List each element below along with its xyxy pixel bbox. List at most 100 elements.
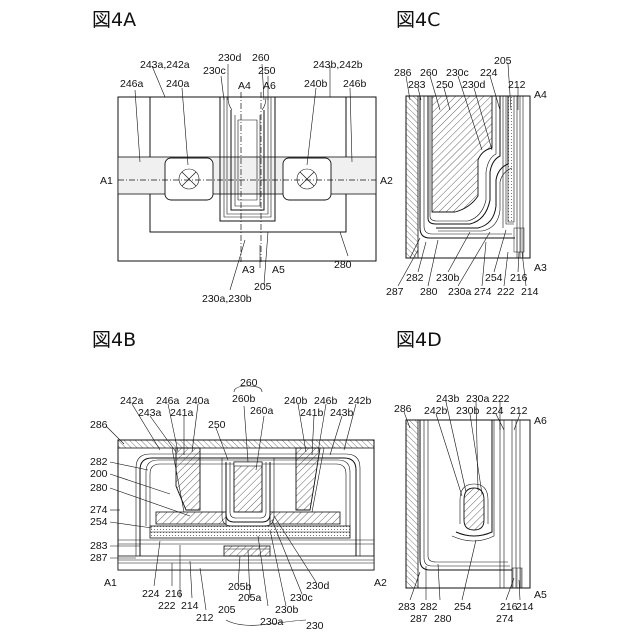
fig4b-label-230b: 230b <box>275 604 299 616</box>
fig4d-label-280: 280 <box>434 613 452 625</box>
figure-4b: 図4B <box>90 329 387 632</box>
fig4a-label-a1: A1 <box>100 175 113 187</box>
fig4b-label-230a: 230a <box>260 616 284 628</box>
fig4a-label-205: 205 <box>254 281 272 293</box>
figure-4d-title: 図4D <box>396 329 442 351</box>
fig4d-label-212: 212 <box>510 405 528 417</box>
fig4a-label-250: 250 <box>258 65 276 77</box>
fig4c-label-205: 205 <box>494 55 512 67</box>
fig4b-label-242b: 242b <box>348 395 372 407</box>
fig4b-label-200: 200 <box>90 468 108 480</box>
fig4d-label-230a: 230a <box>466 393 490 405</box>
fig4b-label-283: 283 <box>90 540 108 552</box>
fig4b-label-a1: A1 <box>104 577 117 589</box>
fig4a-conductor-band <box>118 157 376 194</box>
fig4b-label-254: 254 <box>90 516 108 528</box>
fig4b-label-a2: A2 <box>374 577 387 589</box>
fig4c-label-280: 280 <box>420 286 438 298</box>
fig4b-conductor-260a <box>234 462 262 512</box>
fig4b-label-241a: 241a <box>170 407 194 419</box>
fig4a-label-230a-230b: 230a,230b <box>202 293 252 305</box>
fig4b-conductor-260b <box>234 462 262 466</box>
figure-4a: 図4A <box>92 9 393 305</box>
fig4c-label-274: 274 <box>474 286 492 298</box>
fig4d-conductor-242b <box>464 488 484 530</box>
fig4a-label-230c: 230c <box>203 65 226 77</box>
fig4a-label-a5: A5 <box>272 264 285 276</box>
fig4c-label-230d: 230d <box>462 79 486 91</box>
fig4a-label-246a: 246a <box>120 78 144 90</box>
fig4c-label-230c: 230c <box>446 67 469 79</box>
fig4b-label-282: 282 <box>90 456 108 468</box>
fig4a-label-280: 280 <box>334 259 352 271</box>
fig4d-label-a6: A6 <box>534 415 547 427</box>
fig4a-label-a3: A3 <box>242 264 255 276</box>
fig4c-label-a4: A4 <box>534 89 547 101</box>
fig4d-label-274: 274 <box>496 613 514 625</box>
fig4a-label-240b: 240b <box>304 78 328 90</box>
fig4d-layer-274 <box>512 568 522 588</box>
fig4c-label-222: 222 <box>497 286 515 298</box>
fig4b-label-205a: 205a <box>238 592 262 604</box>
fig4b-label-212: 212 <box>196 612 214 624</box>
fig4b-label-205: 205 <box>218 604 236 616</box>
fig4d-label-230b: 230b <box>456 405 480 417</box>
fig4d-label-224: 224 <box>486 405 504 417</box>
fig4c-label-214: 214 <box>521 286 539 298</box>
fig4b-label-260a: 260a <box>250 405 274 417</box>
fig4a-label-246b: 246b <box>343 78 367 90</box>
fig4a-label-a2: A2 <box>380 175 393 187</box>
fig4c-label-283: 283 <box>408 79 426 91</box>
fig4d-label-222: 222 <box>492 393 510 405</box>
fig4b-label-246b: 246b <box>314 395 338 407</box>
fig4c-layer-205 <box>508 96 514 222</box>
fig4c-label-282: 282 <box>406 272 424 284</box>
fig4b-label-241b: 241b <box>300 407 324 419</box>
fig4c-label-250: 250 <box>436 79 454 91</box>
fig4c-label-254: 254 <box>485 272 503 284</box>
fig4b-label-260b: 260b <box>232 393 256 405</box>
fig4b-label-243a: 243a <box>138 407 162 419</box>
fig4c-label-286: 286 <box>394 67 412 79</box>
fig4c-label-216: 216 <box>510 272 528 284</box>
fig4b-label-280: 280 <box>90 482 108 494</box>
fig4b-label-214: 214 <box>181 600 199 612</box>
fig4c-label-230a: 230a <box>448 286 472 298</box>
fig4d-label-283: 283 <box>398 601 416 613</box>
fig4c-label-287: 287 <box>386 286 404 298</box>
fig4b-label-240a: 240a <box>186 395 210 407</box>
fig4d-label-287: 287 <box>410 613 428 625</box>
fig4b-label-224: 224 <box>142 588 160 600</box>
fig4b-conductor-242b <box>270 512 340 524</box>
fig4c-layer-286 <box>406 96 418 258</box>
fig4b-label-216: 216 <box>165 588 183 600</box>
fig4d-label-254: 254 <box>454 601 472 613</box>
figure-4b-title: 図4B <box>92 329 136 351</box>
fig4c-label-212: 212 <box>508 79 526 91</box>
fig4b-label-260: 260 <box>240 377 258 389</box>
fig4b-label-240b: 240b <box>284 395 308 407</box>
fig4d-label-214: 214 <box>516 601 534 613</box>
fig4a-label-243a-242a: 243a,242a <box>140 59 190 71</box>
fig4d-layer-286 <box>406 420 418 588</box>
fig4a-label-230d: 230d <box>218 52 242 64</box>
fig4c-label-224: 224 <box>480 67 498 79</box>
fig4a-label-240a: 240a <box>166 78 190 90</box>
fig4b-label-230d: 230d <box>306 580 330 592</box>
fig4d-label-282: 282 <box>420 601 438 613</box>
fig4a-label-a4: A4 <box>238 80 251 92</box>
fig4b-label-286: 286 <box>90 419 108 431</box>
fig4b-conductor-205 <box>224 546 270 556</box>
figure-4c: 図4C <box>386 9 547 298</box>
fig4b-label-274: 274 <box>90 504 108 516</box>
fig4d-label-a5: A5 <box>534 589 547 601</box>
fig4c-label-230b: 230b <box>436 272 460 284</box>
fig4d-label-242b: 242b <box>424 405 448 417</box>
figure-4c-title: 図4C <box>396 9 440 31</box>
fig4a-label-243b-242b: 243b,242b <box>313 59 363 71</box>
fig4b-label-243b: 243b <box>330 407 354 419</box>
fig4b-label-242a: 242a <box>120 395 144 407</box>
fig4a-label-a6: A6 <box>263 80 276 92</box>
fig4d-label-243b: 243b <box>436 393 460 405</box>
fig4c-label-260: 260 <box>420 67 438 79</box>
